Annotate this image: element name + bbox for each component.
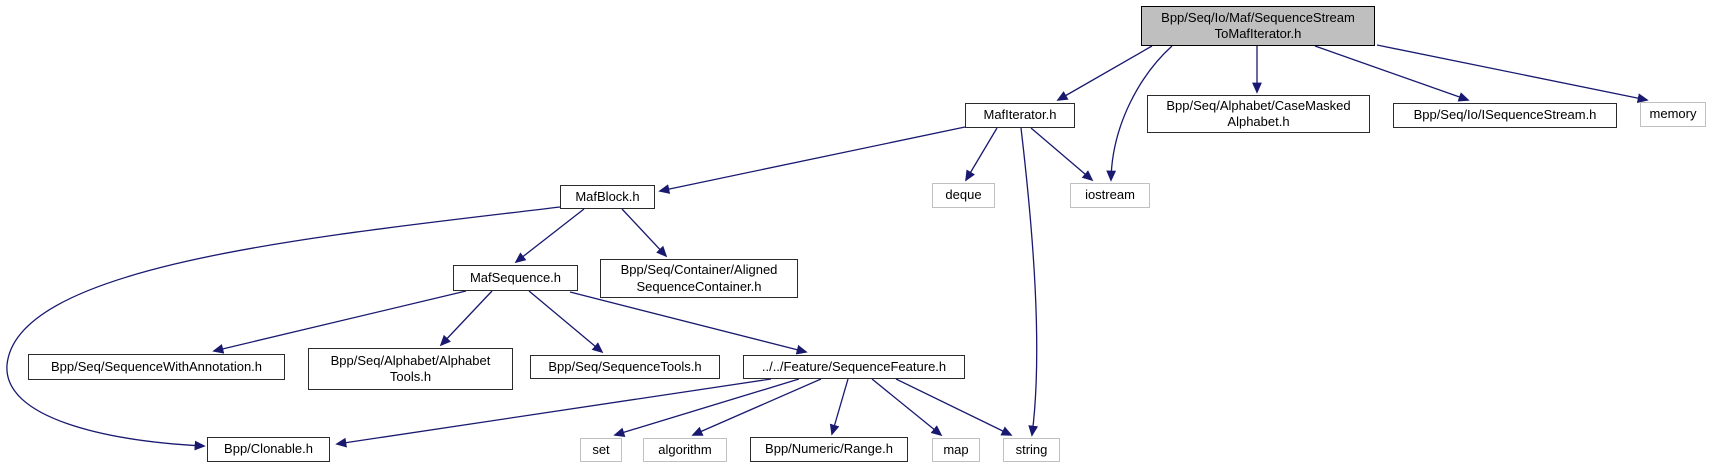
- node-label-line: memory: [1649, 106, 1697, 122]
- node-label-line: ../../Feature/SequenceFeature.h: [761, 358, 947, 374]
- node-isequence-stream[interactable]: Bpp/Seq/Io/ISequenceStream.h: [1393, 103, 1617, 128]
- edge-maf-sequence-to-sequence-tools: [528, 290, 604, 354]
- edge-maf-block-to-maf-sequence: [514, 208, 585, 264]
- edge-sequence-feature-to-clonable: [335, 378, 772, 448]
- edge-sequence-feature-to-algorithm: [691, 378, 822, 436]
- node-label-line: string: [1015, 441, 1048, 457]
- node-memory: memory: [1640, 102, 1706, 127]
- node-label-line: algorithm: [658, 441, 712, 457]
- edge-sequence-feature-to-string: [895, 378, 1013, 436]
- node-label-line: ToMafIterator.h: [1214, 26, 1302, 41]
- edge-maf-iterator-to-iostream: [1030, 127, 1094, 182]
- node-clonable[interactable]: Bpp/Clonable.h: [207, 437, 330, 462]
- edge-sequence-feature-to-set: [613, 378, 800, 437]
- node-algorithm: algorithm: [643, 438, 727, 462]
- node-label-line: Bpp/Seq/Alphabet/CaseMasked: [1166, 97, 1351, 113]
- node-sequence-with-annotation[interactable]: Bpp/Seq/SequenceWithAnnotation.h: [28, 354, 285, 380]
- node-sequence-feature[interactable]: ../../Feature/SequenceFeature.h: [743, 355, 965, 379]
- node-label-line: Tools.h: [389, 369, 432, 384]
- node-label-line: Bpp/Seq/Io/Maf/SequenceStream: [1161, 9, 1355, 25]
- node-maf-iterator[interactable]: MafIterator.h: [965, 103, 1075, 128]
- edge-maf-sequence-to-sequence-with-annotation: [212, 290, 467, 354]
- node-label-line: SequenceContainer.h: [636, 278, 762, 294]
- edge-sequence-stream-to-maf-iterator-to-iostream: [1106, 45, 1173, 182]
- edge-sequence-stream-to-maf-iterator-to-isequence-stream: [1314, 45, 1470, 102]
- node-map: map: [932, 438, 980, 462]
- node-label-line: Alphabet.h: [1227, 114, 1290, 129]
- edge-maf-block-to-aligned-sequence-container: [621, 208, 668, 258]
- edge-maf-sequence-to-alphabet-tools: [439, 290, 493, 347]
- node-label-line: Bpp/Seq/Alphabet/Alphabet: [330, 352, 491, 368]
- node-iostream: iostream: [1070, 183, 1150, 208]
- node-maf-block[interactable]: MafBlock.h: [560, 185, 655, 209]
- node-label-line: MafBlock.h: [575, 188, 640, 204]
- edge-maf-iterator-to-maf-block: [658, 126, 966, 194]
- node-label-line: Bpp/Numeric/Range.h: [765, 441, 893, 457]
- node-sequence-tools[interactable]: Bpp/Seq/SequenceTools.h: [530, 355, 720, 379]
- edge-sequence-stream-to-maf-iterator-to-memory: [1376, 44, 1649, 103]
- node-label-line: set: [592, 441, 610, 457]
- edge-maf-sequence-to-sequence-feature: [569, 291, 808, 355]
- node-numeric-range[interactable]: Bpp/Numeric/Range.h: [750, 437, 908, 462]
- edge-sequence-feature-to-numeric-range: [829, 378, 849, 436]
- node-label-line: Bpp/Seq/Io/ISequenceStream.h: [1413, 107, 1597, 123]
- node-label-line: MafSequence.h: [469, 269, 562, 285]
- node-string: string: [1003, 438, 1060, 462]
- node-deque: deque: [932, 183, 995, 208]
- node-label-line: Bpp/Seq/SequenceTools.h: [548, 358, 702, 374]
- edge-maf-block-to-clonable: [6, 206, 561, 451]
- node-label-line: iostream: [1085, 187, 1135, 203]
- node-label-line: deque: [945, 187, 982, 203]
- node-label-line: Bpp/Clonable.h: [224, 441, 313, 457]
- edge-sequence-feature-to-map: [871, 378, 943, 437]
- node-label-line: Bpp/Seq/SequenceWithAnnotation.h: [50, 358, 263, 374]
- node-label-line: MafIterator.h: [983, 107, 1057, 123]
- node-maf-sequence[interactable]: MafSequence.h: [453, 265, 578, 291]
- edge-maf-iterator-to-string: [1020, 127, 1039, 437]
- node-label-line: map: [943, 441, 969, 457]
- node-label-line: Bpp/Seq/Container/Aligned: [620, 262, 778, 278]
- edge-sequence-stream-to-maf-iterator-to-maf-iterator: [1056, 45, 1153, 101]
- node-set: set: [580, 438, 622, 462]
- edge-maf-iterator-to-deque: [965, 127, 998, 182]
